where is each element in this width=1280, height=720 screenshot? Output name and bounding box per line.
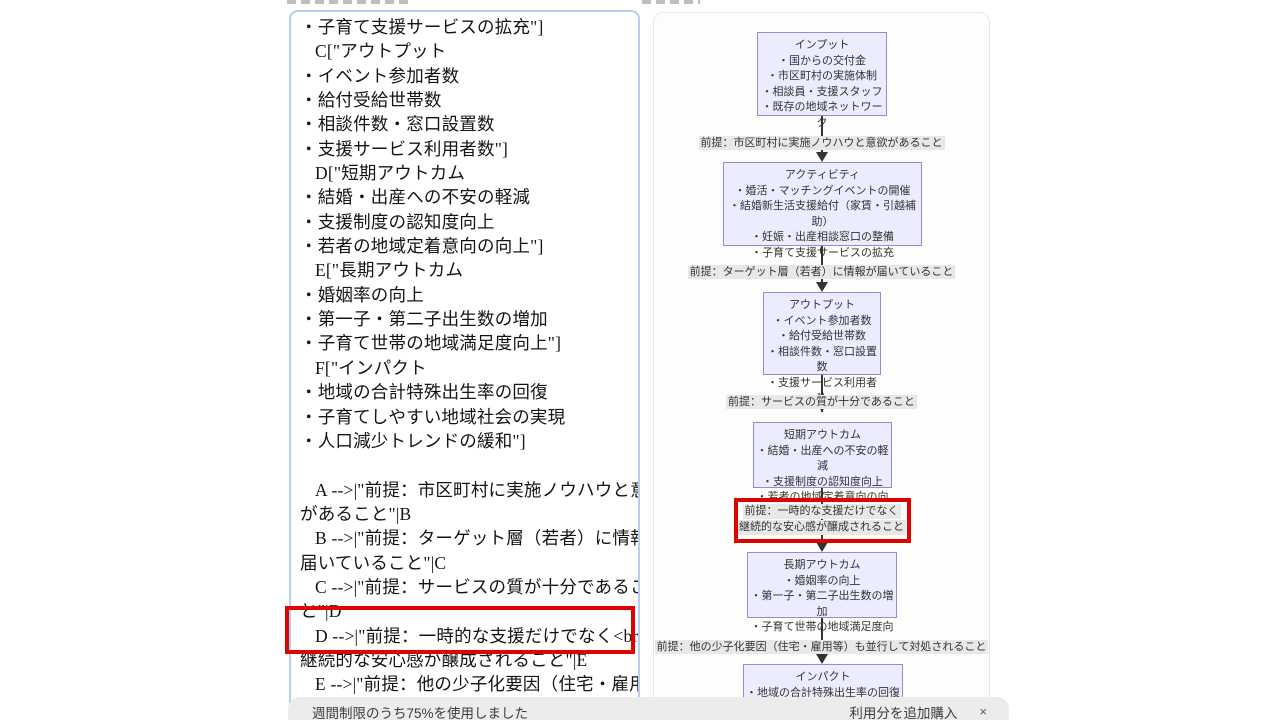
code-line: があること"|B xyxy=(300,503,412,524)
code-line: 継続的な安心感が醸成されること"|E xyxy=(300,649,588,670)
code-line: E -->|"前提：他の少子化要因（住宅・雇用 xyxy=(315,674,640,695)
code-line: ・結婚・出産への不安の軽減 xyxy=(300,187,531,208)
node-title: インパクト xyxy=(795,671,851,683)
node-title: 短期アウトカム xyxy=(784,429,861,441)
code-line: ・若者の地域定着意向の向上"] xyxy=(300,236,544,257)
node-bullet: ・結婚・出産への不安の軽減 xyxy=(756,444,889,473)
code-line: ・給付受給世帯数 xyxy=(300,90,442,111)
node-bullet: ・相談件数・窓口設置数 xyxy=(767,345,877,374)
code-line: ・支援制度の認知度向上 xyxy=(300,211,495,232)
code-line: ・子育てしやすい地域社会の実現 xyxy=(300,406,566,427)
code-line: ・支援サービス利用者数"] xyxy=(300,138,509,159)
node-bullet: ・市区町村の実施体制 xyxy=(767,70,877,83)
arrow-head-icon xyxy=(816,282,828,292)
code-line: ・婚姻率の向上 xyxy=(300,284,424,305)
node-bullet: ・地域の合計特殊出生率の回復 xyxy=(746,686,900,699)
node-bullet: ・婚姻率の向上 xyxy=(783,574,861,587)
code-line: ・第一子・第二子出生数の増加 xyxy=(300,309,548,330)
arrow-line xyxy=(821,116,823,152)
node-bullet: ・妊娠・出産相談窓口の整備 xyxy=(751,231,894,244)
arrow-head-icon xyxy=(816,152,828,162)
code-line: A -->|"前提：市区町村に実施ノウハウと意欲 xyxy=(315,479,640,500)
node-bullet: ・支援制度の認知度向上 xyxy=(762,475,883,488)
code-line xyxy=(300,453,630,477)
code-line: ・子育て支援サービスの拡充"] xyxy=(300,17,544,37)
arrow-line xyxy=(821,246,823,282)
node-input: インプット・国からの交付金・市区町村の実施体制・相談員・支援スタッフ・既存の地域… xyxy=(757,32,887,129)
mermaid-code-panel: ・子育て支援サービスの拡充"] C["アウトプット・イベント参加者数・給付受給世帯… xyxy=(289,10,640,720)
code-lines: ・子育て支援サービスの拡充"] C["アウトプット・イベント参加者数・給付受給世帯… xyxy=(300,15,640,720)
close-icon[interactable]: × xyxy=(979,704,987,719)
node-output: アウトプット・イベント参加者数・給付受給世帯数・相談件数・窓口設置数・支援サービ… xyxy=(763,292,881,405)
code-line: と"|D xyxy=(300,601,342,622)
usage-status-bar: 週間制限のうち75%を使用しました 利用分を追加購入 × xyxy=(288,697,1009,720)
edge-label-text: 前提：他の少子化要因（住宅・雇用等）も並行して対処されること xyxy=(654,640,989,654)
code-line: E["長期アウトカム xyxy=(315,260,464,281)
edge-label-text: 前提：サービスの質が十分であること xyxy=(726,395,917,409)
node-bullet: ・イベント参加者数 xyxy=(772,314,872,327)
node-title: アクティビティ xyxy=(784,169,861,181)
edge-label: 前提：ターゲット層（若者）に情報が届いていること xyxy=(653,262,990,280)
code-line: ・地域の合計特殊出生率の回復 xyxy=(300,382,548,403)
arrow-line xyxy=(821,375,823,412)
code-line: C["アウトプット xyxy=(315,41,447,62)
code-line: B -->|"前提：ターゲット層（若者）に情報が xyxy=(315,528,640,549)
node-bullet: ・結婚新生活支援給付（家賃・引越補助） xyxy=(729,200,916,228)
edge-label-text: 前提：市区町村に実施ノウハウと意欲があること xyxy=(698,136,945,150)
node-long-outcome: 長期アウトカム・婚姻率の向上・第一子・第二子出生数の増加・子育て世帯の地域満足度… xyxy=(747,552,897,649)
edge-label: 前提：サービスの質が十分であること xyxy=(653,392,990,410)
node-title: インプット xyxy=(794,39,850,51)
code-line: ・相談件数・窓口設置数 xyxy=(300,114,495,135)
code-line: ・人口減少トレンドの緩和"] xyxy=(300,430,526,451)
node-activity: アクティビティ・婚活・マッチングイベントの開催・結婚新生活支援給付（家賃・引越補… xyxy=(723,162,922,259)
arrow-head-icon xyxy=(816,542,828,552)
node-bullet: ・給付受給世帯数 xyxy=(778,330,866,343)
usage-limit-text: 週間制限のうち75%を使用しました xyxy=(312,705,529,720)
node-bullet: ・相談員・支援スタッフ xyxy=(761,85,883,98)
code-line: D["短期アウトカム xyxy=(315,163,466,184)
code-line: ・イベント参加者数 xyxy=(300,65,460,86)
edge-label: 前提：一時的な支援だけでなく継続的な安心感が醸成されること xyxy=(653,503,990,536)
edge-label-text: 継続的な安心感が醸成されること xyxy=(737,520,906,535)
arrow-line xyxy=(821,618,823,654)
purchase-extra-usage-button[interactable]: 利用分を追加購入 xyxy=(849,705,958,720)
node-bullet: ・国からの交付金 xyxy=(778,54,866,67)
code-line: D -->|"前提：一時的な支援だけでなく<br/> xyxy=(315,625,640,646)
node-title: アウトプット xyxy=(789,299,855,311)
arrow-head-icon xyxy=(816,654,828,664)
node-bullet: ・第一子・第二子出生数の増加 xyxy=(750,590,894,618)
code-line: ・子育て世帯の地域満足度向上"] xyxy=(300,333,562,354)
code-line: C -->|"前提：サービスの質が十分であるこ xyxy=(315,576,640,597)
code-line: 届いていること"|C xyxy=(300,552,447,573)
edge-label-text: 前提：一時的な支援だけでなく xyxy=(742,504,901,519)
edge-label: 前提：市区町村に実施ノウハウと意欲があること xyxy=(653,133,990,151)
node-short-outcome: 短期アウトカム・結婚・出産への不安の軽減・支援制度の認知度向上・若者の地域定着意… xyxy=(753,422,892,519)
code-line: F["インパクト xyxy=(315,357,427,378)
clipped-heading-fragment-right xyxy=(642,0,700,4)
clipped-heading-fragment-left xyxy=(287,0,409,4)
node-bullet: ・婚活・マッチングイベントの開催 xyxy=(734,184,911,197)
node-title: 長期アウトカム xyxy=(783,559,861,571)
edge-label: 前提：他の少子化要因（住宅・雇用等）も並行して対処されること xyxy=(653,637,990,655)
edge-label-text: 前提：ターゲット層（若者）に情報が届いていること xyxy=(687,265,956,279)
